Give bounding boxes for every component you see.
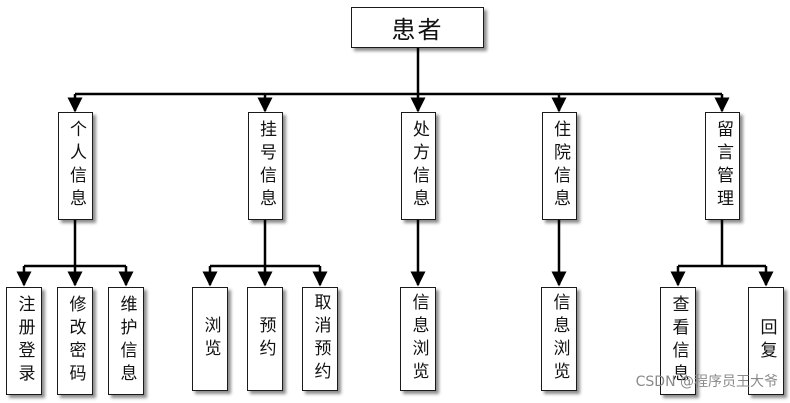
leaf-label: 信息浏览 [408,293,429,385]
watermark-text: CSDN @程序员王大爷 [635,374,778,390]
leaf-label: 信息浏览 [549,293,570,385]
leaf-node-prescription-browse: 信息浏览 [400,287,436,391]
root-label: 患者 [391,16,444,44]
category-label: 处方信息 [409,120,429,212]
category-node-message-management: 留言管理 [705,112,740,220]
leaf-label: 回复 [756,318,777,364]
category-label: 住院信息 [550,120,570,212]
leaf-node-register-login: 注册登录 [6,287,42,395]
category-node-registration-info: 挂号信息 [248,112,283,220]
root-node-patient: 患者 [351,7,484,48]
leaf-node-change-password: 修改密码 [57,287,93,395]
leaf-node-hospitalization-browse: 信息浏览 [541,287,577,391]
category-label: 挂号信息 [256,120,276,212]
leaf-label: 取消预约 [310,293,331,385]
leaf-label: 预约 [255,316,276,362]
leaf-label: 浏览 [200,316,221,362]
leaf-label: 查看信息 [668,295,689,387]
leaf-node-maintain-info: 维护信息 [108,287,144,395]
category-label: 留言管理 [713,120,733,212]
category-label: 个人信息 [66,120,86,212]
category-node-personal-info: 个人信息 [58,112,93,220]
leaf-label: 修改密码 [65,295,86,387]
leaf-node-cancel-appointment: 取消预约 [302,287,338,391]
category-node-hospitalization-info: 住院信息 [542,112,577,220]
leaf-label: 注册登录 [14,295,35,387]
leaf-node-view-messages: 查看信息 [660,287,696,395]
category-node-prescription-info: 处方信息 [401,112,436,220]
leaf-node-appointment: 预约 [247,287,283,391]
leaf-node-browse: 浏览 [192,287,228,391]
leaf-label: 维护信息 [116,295,137,387]
leaf-node-reply: 回复 [748,287,784,395]
